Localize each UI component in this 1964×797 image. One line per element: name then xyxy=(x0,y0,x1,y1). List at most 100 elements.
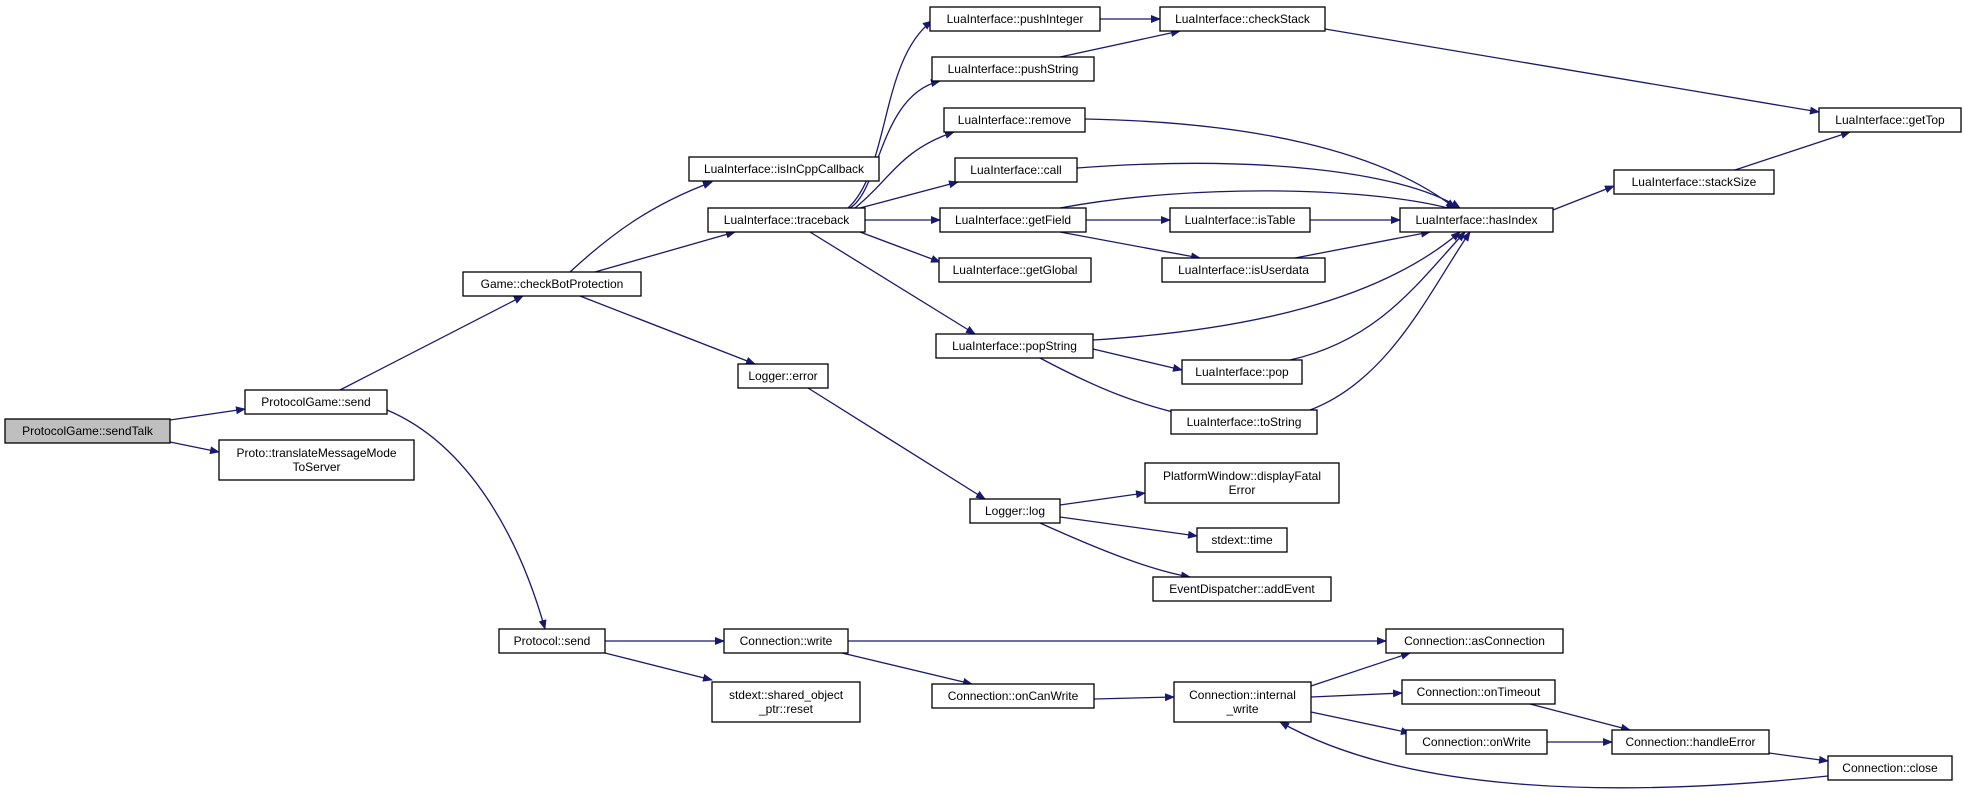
edge-sendTalk-to-pgSend xyxy=(169,406,246,421)
node-box[interactable] xyxy=(931,683,1095,709)
node-box[interactable] xyxy=(462,271,642,297)
node-popString[interactable]: LuaInterface::popString xyxy=(935,333,1094,359)
node-isTable[interactable]: LuaInterface::isTable xyxy=(1169,207,1311,233)
node-box[interactable] xyxy=(939,207,1087,233)
node-label: PlatformWindow::displayFatal xyxy=(1163,469,1321,483)
node-getTop[interactable]: LuaInterface::getTop xyxy=(1818,107,1962,133)
edge-loggerLog-to-stdTime xyxy=(1059,516,1198,539)
node-box[interactable] xyxy=(969,498,1061,524)
node-onWrite[interactable]: Connection::onWrite xyxy=(1405,729,1548,755)
node-box[interactable] xyxy=(938,257,1092,283)
node-sharedReset[interactable]: stdext::shared_object_ptr::reset xyxy=(711,681,861,723)
node-box[interactable] xyxy=(943,107,1086,133)
node-box[interactable] xyxy=(707,207,866,233)
node-protoSend[interactable]: Protocol::send xyxy=(498,628,606,654)
node-box[interactable] xyxy=(1385,628,1564,654)
node-getField[interactable]: LuaInterface::getField xyxy=(939,207,1087,233)
node-box[interactable] xyxy=(1173,681,1312,723)
node-box[interactable] xyxy=(954,157,1078,183)
edge-call-to-hasIndex xyxy=(1076,162,1461,209)
node-isInCpp[interactable]: LuaInterface::isInCppCallback xyxy=(688,156,880,182)
node-box[interactable] xyxy=(1399,207,1554,233)
node-onCanWrite[interactable]: Connection::onCanWrite xyxy=(931,683,1095,709)
node-box[interactable] xyxy=(218,439,415,481)
node-box[interactable] xyxy=(244,389,388,415)
edge-pgSend-to-protoSend xyxy=(386,409,547,630)
node-remove[interactable]: LuaInterface::remove xyxy=(943,107,1086,133)
node-onTimeout[interactable]: Connection::onTimeout xyxy=(1401,679,1556,705)
node-label: Connection::close xyxy=(1842,761,1938,775)
node-checkStack[interactable]: LuaInterface::checkStack xyxy=(1159,6,1326,32)
node-pushString[interactable]: LuaInterface::pushString xyxy=(931,56,1095,82)
node-box[interactable] xyxy=(931,56,1095,82)
node-checkBot[interactable]: Game::checkBotProtection xyxy=(462,271,642,297)
node-pgSend[interactable]: ProtocolGame::send xyxy=(244,389,388,415)
node-box[interactable] xyxy=(1181,359,1303,385)
node-getGlobal[interactable]: LuaInterface::getGlobal xyxy=(938,257,1092,283)
node-label: Connection::onCanWrite xyxy=(948,689,1079,703)
edge-internalWrite-to-onTimeout xyxy=(1310,689,1403,698)
node-box[interactable] xyxy=(737,363,829,389)
node-box[interactable] xyxy=(1152,576,1332,602)
node-box[interactable] xyxy=(688,156,880,182)
node-box[interactable] xyxy=(929,6,1101,32)
node-pushInteger[interactable]: LuaInterface::pushInteger xyxy=(929,6,1101,32)
node-box[interactable] xyxy=(1161,257,1326,283)
node-label: LuaInterface::isInCppCallback xyxy=(704,162,865,176)
node-box[interactable] xyxy=(723,628,849,654)
node-call[interactable]: LuaInterface::call xyxy=(954,157,1078,183)
node-label: LuaInterface::stackSize xyxy=(1632,175,1757,189)
node-label: LuaInterface::getTop xyxy=(1835,113,1945,127)
node-label: LuaInterface::getField xyxy=(955,213,1071,227)
node-label: Connection::asConnection xyxy=(1404,634,1545,648)
node-stackSize[interactable]: LuaInterface::stackSize xyxy=(1613,169,1775,195)
node-box[interactable] xyxy=(1196,527,1288,553)
node-label: LuaInterface::traceback xyxy=(724,213,850,227)
node-label: Connection::write xyxy=(740,634,833,648)
node-box[interactable] xyxy=(1613,169,1775,195)
node-box[interactable] xyxy=(498,628,606,654)
edge-isUserdata-to-hasIndex xyxy=(1294,229,1431,259)
node-box[interactable] xyxy=(1818,107,1962,133)
node-box[interactable] xyxy=(1144,462,1340,504)
node-label: Connection::onTimeout xyxy=(1417,685,1541,699)
node-label: Connection::handleError xyxy=(1625,735,1755,749)
node-hasIndex[interactable]: LuaInterface::hasIndex xyxy=(1399,207,1554,233)
node-label: LuaInterface::pop xyxy=(1195,365,1289,379)
node-label: Error xyxy=(1229,483,1256,497)
node-box[interactable] xyxy=(1170,409,1318,435)
node-box[interactable] xyxy=(1401,679,1556,705)
edge-checkStack-to-getTop xyxy=(1324,28,1820,115)
node-box[interactable] xyxy=(1405,729,1548,755)
node-isUserdata[interactable]: LuaInterface::isUserdata xyxy=(1161,257,1326,283)
node-box[interactable] xyxy=(4,418,171,444)
node-label: LuaInterface::toString xyxy=(1187,415,1302,429)
node-close[interactable]: Connection::close xyxy=(1827,755,1953,781)
edge-pgSend-to-checkBot xyxy=(339,295,524,391)
node-box[interactable] xyxy=(1169,207,1311,233)
node-box[interactable] xyxy=(1611,729,1770,755)
node-asConnection[interactable]: Connection::asConnection xyxy=(1385,628,1564,654)
node-handleError[interactable]: Connection::handleError xyxy=(1611,729,1770,755)
node-box[interactable] xyxy=(711,681,861,723)
node-box[interactable] xyxy=(1827,755,1953,781)
node-internalWrite[interactable]: Connection::internal_write xyxy=(1173,681,1312,723)
edge-checkBot-to-traceback xyxy=(594,230,736,273)
node-pop[interactable]: LuaInterface::pop xyxy=(1181,359,1303,385)
node-addEvent[interactable]: EventDispatcher::addEvent xyxy=(1152,576,1332,602)
edge-protoSend-to-sharedReset xyxy=(604,652,713,682)
node-label: _ptr::reset xyxy=(758,702,814,716)
node-connWrite[interactable]: Connection::write xyxy=(723,628,849,654)
node-loggerError[interactable]: Logger::error xyxy=(737,363,829,389)
node-toString[interactable]: LuaInterface::toString xyxy=(1170,409,1318,435)
node-stdTime[interactable]: stdext::time xyxy=(1196,527,1288,553)
node-box[interactable] xyxy=(935,333,1094,359)
node-loggerLog[interactable]: Logger::log xyxy=(969,498,1061,524)
node-box[interactable] xyxy=(1159,6,1326,32)
node-label: Protocol::send xyxy=(514,634,591,648)
edge-traceback-to-popString xyxy=(809,231,976,335)
node-sendTalk[interactable]: ProtocolGame::sendTalk xyxy=(4,418,171,444)
node-traceback[interactable]: LuaInterface::traceback xyxy=(707,207,866,233)
